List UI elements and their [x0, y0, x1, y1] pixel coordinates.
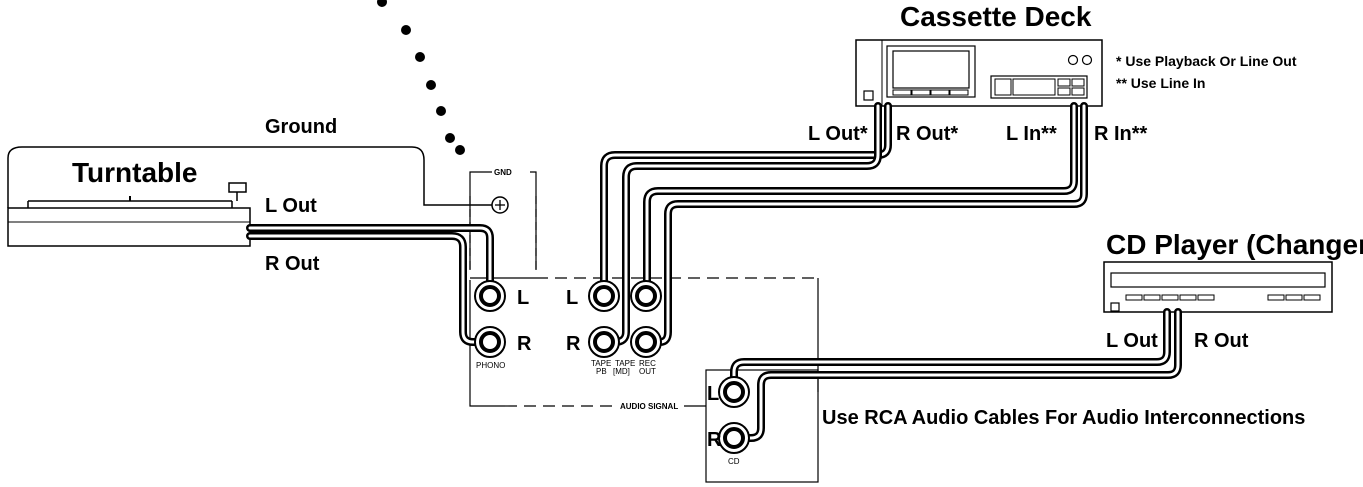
- jack-tape-pb-r: [588, 326, 620, 358]
- tape-md-label-1: TAPE: [615, 359, 635, 368]
- dotted-trail: [377, 0, 465, 155]
- rec-out-label-2: OUT: [639, 367, 656, 376]
- turntable-r-out-label: R Out: [265, 253, 320, 275]
- receiver-panel: [469, 171, 819, 483]
- cassette-r-in-label: R In**: [1094, 123, 1148, 145]
- turntable-l-out-label: L Out: [265, 195, 317, 217]
- note-star-2: ** Use Line In: [1116, 75, 1205, 91]
- gnd-label: GND: [494, 168, 512, 177]
- rec-out-label-1: REC: [639, 359, 656, 368]
- audio-signal-label: AUDIO SIGNAL: [620, 402, 678, 411]
- tape-pb-label-1: TAPE: [591, 359, 611, 368]
- cd-r-out-label: R Out: [1194, 330, 1249, 352]
- tape-l-label: L: [566, 287, 578, 309]
- cd-jack-label: CD: [728, 457, 740, 466]
- note-star-1: * Use Playback Or Line Out: [1116, 53, 1297, 69]
- phono-l-label: L: [517, 287, 529, 309]
- turntable: [7, 146, 492, 247]
- jack-phono-r: [474, 326, 506, 358]
- tape-md-label-2: [MD]: [613, 367, 630, 376]
- cassette-l-in-label: L In**: [1006, 123, 1057, 145]
- ground-label: Ground: [265, 116, 337, 138]
- cassette-deck: [855, 39, 1103, 107]
- jack-phono-l: [474, 280, 506, 312]
- tape-pb-label-2: PB: [596, 367, 607, 376]
- jack-cd-r: [718, 422, 750, 454]
- cassette-r-out-label: R Out*: [896, 123, 958, 145]
- cd-l-out-label: L Out: [1106, 330, 1158, 352]
- jack-rec-out-r: [630, 326, 662, 358]
- audio-cables: [246, 102, 1182, 442]
- cd-player: [1103, 261, 1333, 313]
- cassette-l-out-label: L Out*: [808, 123, 868, 145]
- cd-player-title: CD Player (Changer): [1106, 229, 1363, 260]
- cd-l-label: L: [707, 383, 719, 405]
- rca-jacks: [474, 280, 750, 454]
- cassette-deck-title: Cassette Deck: [900, 1, 1092, 32]
- turntable-title: Turntable: [72, 157, 197, 188]
- jack-tape-pb-l: [588, 280, 620, 312]
- tape-r-label: R: [566, 333, 581, 355]
- jack-cd-l: [718, 376, 750, 408]
- phono-r-label: R: [517, 333, 532, 355]
- jack-rec-out-l: [630, 280, 662, 312]
- caption: Use RCA Audio Cables For Audio Interconn…: [822, 407, 1305, 429]
- phono-label: PHONO: [476, 361, 505, 370]
- ground-terminal: [491, 196, 509, 214]
- cd-r-label: R: [707, 429, 722, 451]
